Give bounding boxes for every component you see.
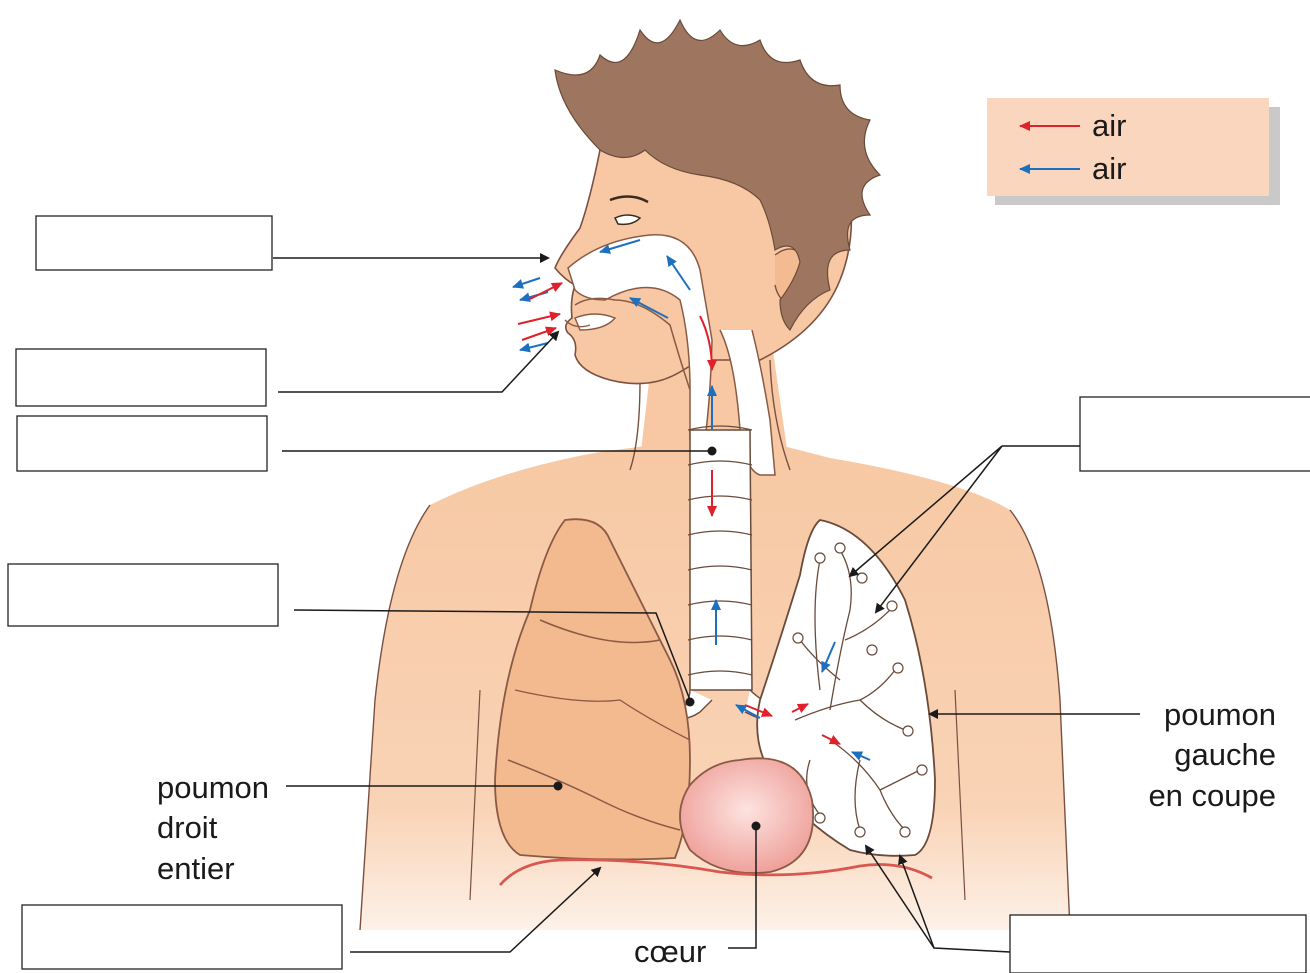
legend-label-red: air: [1092, 108, 1126, 143]
heart-label: cœur: [634, 934, 706, 969]
head: [555, 20, 880, 470]
right-lung-label: poumon droit entier: [157, 770, 269, 886]
blank-box-bronchus[interactable]: [8, 564, 278, 626]
right-lung-label-line-1: poumon: [157, 770, 269, 805]
blank-box-mouth[interactable]: [16, 349, 266, 406]
left-lung-label-line-2: gauche: [1174, 737, 1276, 772]
legend: air air: [987, 98, 1280, 205]
blank-box-trachea[interactable]: [17, 416, 267, 471]
blank-box-alveoli[interactable]: [1010, 915, 1306, 973]
heart: [680, 758, 813, 873]
right-lung-label-line-3: entier: [157, 851, 235, 886]
trachea: [688, 426, 752, 690]
blank-box-diaphragm[interactable]: [22, 905, 342, 969]
blank-box-nose[interactable]: [36, 216, 272, 270]
left-lung-label: poumon gauche en coupe: [1148, 697, 1276, 813]
left-lung-label-line-3: en coupe: [1148, 778, 1276, 813]
blank-box-bronchioles[interactable]: [1080, 397, 1310, 471]
legend-label-blue: air: [1092, 151, 1126, 186]
left-lung-label-line-1: poumon: [1164, 697, 1276, 732]
legend-box: [987, 98, 1269, 196]
right-lung-label-line-2: droit: [157, 810, 218, 845]
